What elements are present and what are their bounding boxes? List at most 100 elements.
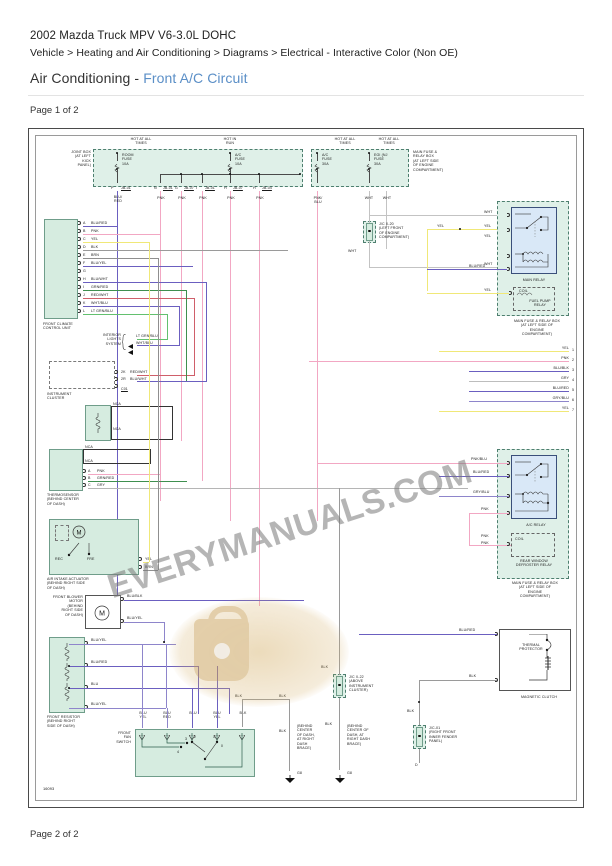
pageconn-num-6: 6 [572, 398, 575, 402]
nca-resistor-symbol [92, 413, 104, 433]
resistor-wire-3: BLU [91, 682, 99, 686]
document-header: 2002 Mazda Truck MPV V6-3.0L DOHC Vehicl… [0, 0, 612, 86]
jc-01-pin: D [415, 763, 418, 767]
ground-center-wire: BLK [235, 694, 243, 698]
fan-switch-wire-C: BLU [189, 711, 197, 715]
egi-fuse-wire-2: WHT [382, 196, 392, 200]
ac-fuse-30a-wire: PNK/ BLU [313, 196, 323, 205]
jc-01-label: J/C-01 (RIGHT FRONT INNER FENDER PANEL) [429, 726, 458, 744]
fccu-pin-B: B [83, 229, 86, 233]
fccu-wire-H: BLU/WHT [91, 277, 108, 281]
page-label-bottom: Page 2 of 2 [30, 829, 79, 840]
rail-label-hot-all-1: HOT AT ALL TIMES [130, 137, 152, 146]
pageconn-num-2: 2 [572, 358, 575, 362]
wire-pnk-5 [259, 191, 261, 606]
ac-relay-wire-4: PNK [481, 507, 489, 511]
ground-center-wire-3: BLK [279, 729, 287, 733]
svg-text:4: 4 [177, 750, 179, 754]
fan-switch-wire-E: BLK [239, 711, 247, 715]
fccu-wire-B: PNK [91, 229, 99, 233]
jb-wire-G: PNK [178, 196, 186, 200]
jb-wire-H2: PNK [256, 196, 264, 200]
jb-pin-P: P [111, 186, 114, 190]
jb-wire-P: BLU/ RED [113, 195, 123, 204]
ground-center-location: (BEHIND CENTER OF DASH, AT RIGHT DASH BR… [297, 724, 315, 751]
egi-fuse-wire: WHT [364, 196, 374, 200]
air-intake-wire-E: BRN [145, 565, 153, 569]
air-intake-actuator-body [49, 519, 139, 575]
jb-pin-H1: H [224, 186, 227, 190]
fccu-pin-I: I [83, 285, 85, 289]
pageconn-wire-1: YEL [561, 346, 569, 350]
fuel-pump-relay-coil-label: COIL [519, 289, 528, 293]
ac-relay-wire-2: BLU/RED [473, 470, 490, 474]
front-fan-switch-body [135, 729, 255, 777]
ac-relay-wire-3: GRY/BLU [473, 490, 490, 494]
interior-lights-arrow-2 [128, 342, 134, 360]
jc01-wire: BLK [407, 709, 415, 713]
wire-wht-2 [386, 191, 388, 249]
fccu-pin-L: L [83, 309, 86, 313]
fccu-wire-K: WHT/BLU [91, 301, 108, 305]
ac-fuse-30a-label: A/C FUSE 30A [322, 153, 332, 166]
svg-text:M: M [99, 611, 105, 618]
page-label-top: Page 1 of 2 [30, 105, 79, 116]
resistor-wire-2: BLU/RED [91, 660, 108, 664]
svg-text:1: 1 [213, 735, 215, 739]
interior-lights-wire-1: LT GRN/BLU [136, 334, 158, 338]
ac-relay-body [511, 455, 557, 519]
page-title-main: Air Conditioning - [30, 70, 140, 86]
fccu-pin-K: K [83, 301, 86, 305]
rail-label-hot-all-2: HOT AT ALL TIMES [334, 137, 356, 146]
instrument-cluster-label: INSTRUMENT CLUSTER [47, 392, 72, 401]
instrument-cluster-box [49, 361, 115, 389]
interior-lights-arrow-1 [128, 336, 134, 354]
magnetic-clutch-internals [529, 633, 559, 686]
ground-symbol-right [334, 770, 346, 788]
fuel-pump-relay-box [513, 287, 555, 311]
ground-symbol-center [284, 770, 296, 788]
jc-x20-label: J/C X-20 (LEFT FRONT OF ENGINE COMPARTME… [379, 222, 410, 240]
rear-defroster-relay-box [511, 533, 555, 557]
rear-defroster-wire-1: PNK [481, 534, 489, 538]
ic-pin-2K: 2K [121, 370, 126, 374]
magnetic-clutch-body [499, 629, 571, 691]
jb-wire-H1: PNK [227, 196, 235, 200]
pageconn-wire-6: GRY/BLU [552, 396, 569, 400]
pageconn-num-3: 3 [572, 368, 575, 372]
room-fuse-symbol [114, 160, 120, 173]
svg-text:0: 0 [221, 744, 223, 748]
thermo-wire-A: PNK [97, 469, 105, 473]
room-fuse-label: ROOM FUSE 10A [122, 153, 134, 166]
fccu-pin-J: J [83, 293, 85, 297]
blower-wire-A: BLU/BLK [127, 594, 143, 598]
main-relay-switch [515, 209, 555, 239]
air-intake-pos-fre: FRE [87, 557, 95, 561]
thermo-pin-A: A [88, 469, 91, 473]
jb-wire-N: PNK [157, 196, 165, 200]
thermal-protector-label: THERMAL PROTECTOR [519, 643, 543, 652]
joint-box [93, 149, 303, 187]
main-relay-coil [515, 249, 555, 273]
jb-conn-P: JB-01 [121, 186, 131, 190]
pageconn-wire-7: YEL [561, 406, 569, 410]
ground-right-wire: BLK [325, 722, 333, 726]
air-intake-actuator-label: AIR INTAKE ACTUATOR (BEHIND RIGHT SIDE O… [47, 577, 89, 590]
ground-right-name: G8 [347, 771, 352, 775]
fan-switch-contacts: 3 2 1 4 0 [137, 733, 252, 775]
wire-pnk-2 [181, 191, 183, 441]
diagram-inner-border [35, 135, 577, 801]
jb-conn-I: JB-01 [205, 186, 215, 190]
main-fuse-relay-box-2-label: MAIN FUSE & RELAY BOX (AT LEFT SIDE OF E… [511, 581, 559, 599]
air-intake-wire-D: YEL [145, 557, 152, 561]
front-resistor-label: FRONT RESISTOR (BEHIND RIGHT SIDE OF DAS… [47, 715, 81, 728]
ac-fuse-30a-symbol [314, 160, 320, 173]
interior-lights-label: INTERIOR LIGHTS SYSTEM [103, 333, 121, 346]
resistor-wire-1: BLU/YEL [91, 638, 107, 642]
ic-wire-2R: BLU/WHT [130, 377, 147, 381]
fccu-wire-F: BLU/YEL [91, 261, 107, 265]
rail-label-hot-all-3: HOT AT ALL TIMES [378, 137, 400, 146]
main-fuse-relay-box-top [311, 149, 409, 187]
label-wht-mainrelay-1: WHT [484, 210, 493, 214]
